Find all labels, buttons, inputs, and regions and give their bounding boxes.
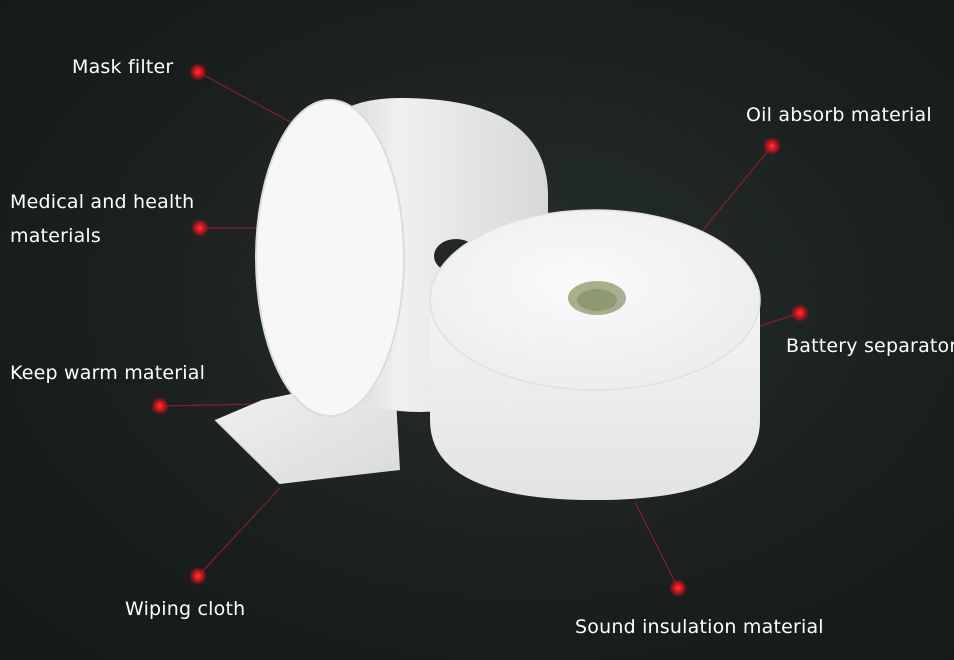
back-roll-face — [256, 100, 404, 416]
label-keep-warm: Keep warm material — [10, 362, 206, 384]
label-mask-filter: Mask filter — [72, 56, 174, 78]
label-sound-insulation: Sound insulation material — [575, 616, 824, 638]
label-battery-separator: Battery separator — [786, 335, 954, 357]
marker-keep-warm — [151, 397, 169, 415]
label-medical-health: Medical and health materials — [10, 191, 195, 247]
marker-dots — [151, 63, 809, 597]
label-wiping-cloth: Wiping cloth — [125, 598, 246, 620]
label-oil-absorb: Oil absorb material — [746, 104, 932, 126]
marker-battery — [791, 304, 809, 322]
marker-wiping-cloth — [189, 567, 207, 585]
marker-medical — [191, 219, 209, 237]
marker-sound — [669, 579, 687, 597]
marker-mask-filter — [189, 63, 207, 81]
marker-oil-absorb — [763, 137, 781, 155]
